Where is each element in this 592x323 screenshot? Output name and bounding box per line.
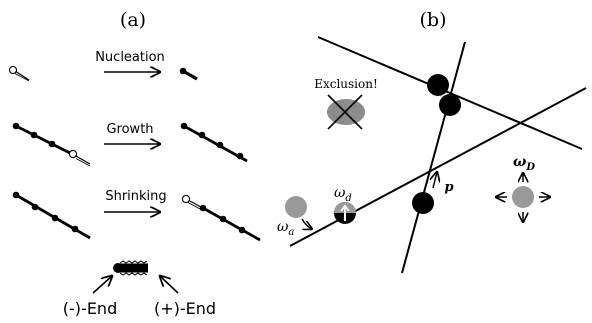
microtubule-line-1 [317,36,583,150]
detaching-particle [334,202,356,224]
omega-d-symbol: ω [334,185,346,201]
bound-particle-1 [427,74,449,96]
omega-D-symbol: ω [513,154,527,170]
plus-end-arrow [160,276,179,294]
minus-end-arrow [92,276,112,294]
ends-diagram: (-)-End (+)-End [63,260,216,318]
motile-bound-particle [412,192,434,214]
nucleation-row: Nucleation [8,50,198,82]
diffusion-group: ωD [496,154,550,222]
microtubule-end-on [113,260,148,276]
omega-a-symbol: ω [277,219,289,235]
microtubule-before-shrinking [12,191,91,240]
panel-b-label: (b) [420,9,447,31]
omega-D-label: ωD [513,154,535,173]
exclusion-group: Exclusion! [314,77,378,130]
free-tubulin-icon [8,65,30,82]
omega-a-subscript: a [288,227,294,238]
shrinking-row: Shrinking [12,189,261,242]
diffusing-particle [512,186,534,208]
microtubule-line-2 [401,41,466,274]
omega-a-label: ωa [277,219,294,238]
attachment-arrow [301,218,312,229]
microtubule-after-shrinking [181,194,261,242]
p-label: p [444,180,453,195]
exclusion-label: Exclusion! [314,77,378,91]
omega-d-label: ωd [334,185,352,204]
nucleation-label: Nucleation [95,50,165,65]
bound-particle-2 [439,94,461,116]
exclusion-cross-2 [327,94,363,130]
nucleated-seed [179,67,198,81]
omega-D-subscript: D [525,162,535,173]
free-particle-attaching [285,196,307,218]
plus-end-label: (+)-End [154,299,216,318]
microtubule-before-growth [12,122,91,167]
panel-a: (a) Nucleation [8,9,261,318]
minus-end-label: (-)-End [63,299,117,318]
shrinking-label: Shrinking [105,189,166,204]
growth-row: Growth [12,122,248,167]
growth-label: Growth [106,122,153,137]
panel-a-label: (a) [120,9,146,31]
p-arrow [433,172,437,189]
microtubule-after-growth [180,122,248,163]
omega-d-subscript: d [345,193,351,204]
panel-b: (b) Exclusion! p ωa [277,9,587,274]
